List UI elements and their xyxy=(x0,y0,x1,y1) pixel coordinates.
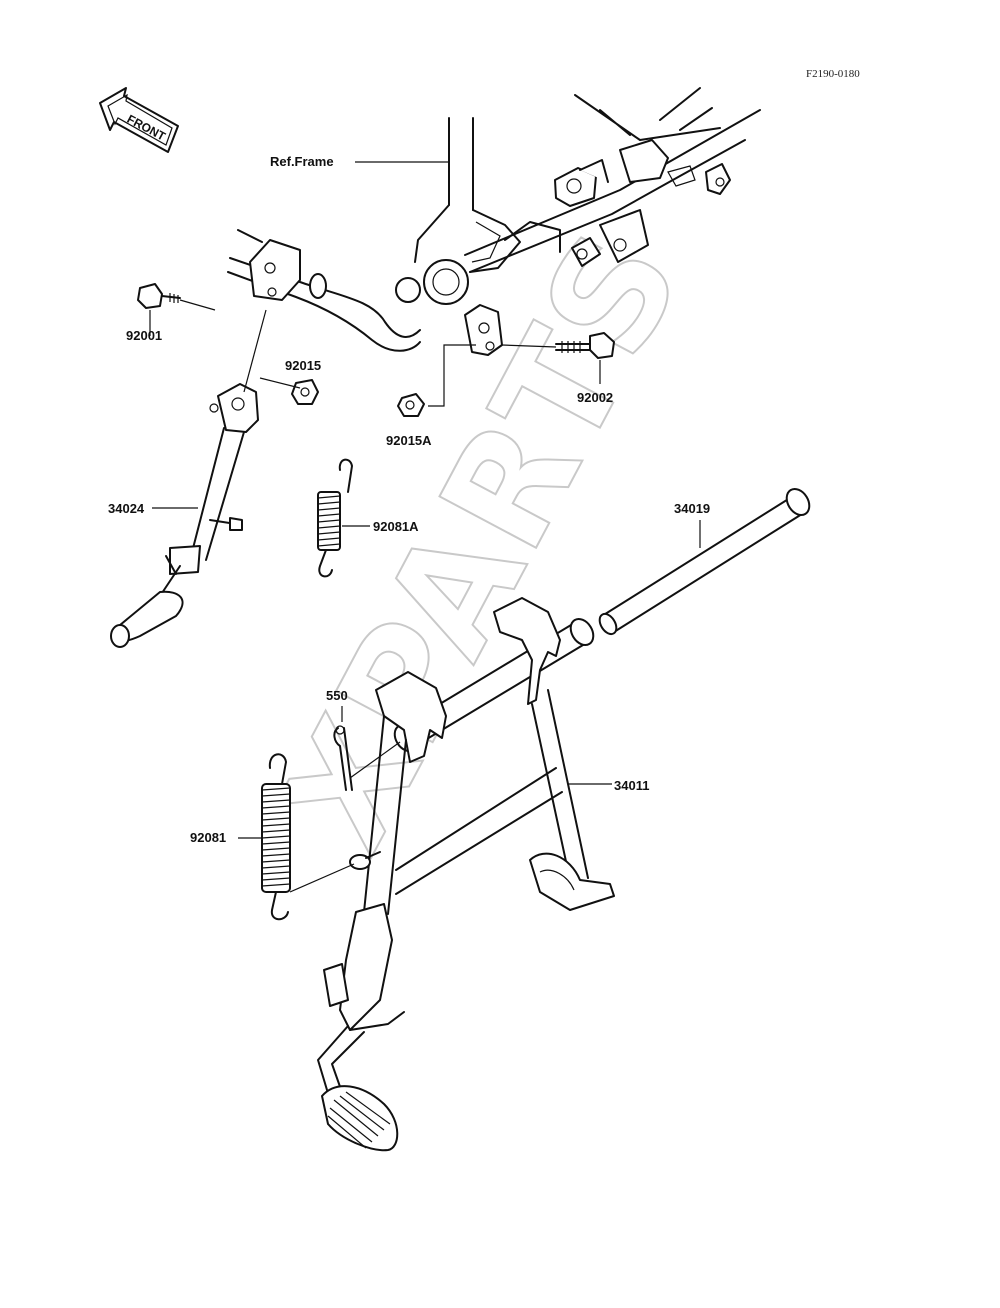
label-92002: 92002 xyxy=(577,390,613,405)
diagram-code: F2190-0180 xyxy=(806,68,860,80)
label-550: 550 xyxy=(326,688,348,703)
part-92001-bolt xyxy=(137,283,181,309)
front-arrow-icon: FRONT xyxy=(99,87,179,153)
part-34011-main-stand xyxy=(317,597,615,1152)
part-92002-bolt xyxy=(555,332,615,359)
part-550-cotter-pin xyxy=(333,725,353,791)
part-34019-shaft xyxy=(598,487,811,636)
part-92015A-nut xyxy=(397,393,425,417)
part-92081-spring xyxy=(261,753,291,921)
label-92015: 92015 xyxy=(285,358,321,373)
frame-reference xyxy=(227,87,761,356)
part-92015-nut xyxy=(291,379,319,405)
leader-92015A xyxy=(428,344,476,407)
label-34024: 34024 xyxy=(108,501,145,516)
label-ref-frame: Ref.Frame xyxy=(270,154,334,169)
label-34011: 34011 xyxy=(614,778,649,793)
label-92015A: 92015A xyxy=(386,433,432,448)
label-92001: 92001 xyxy=(126,328,162,343)
label-34019: 34019 xyxy=(674,501,710,516)
label-92081A: 92081A xyxy=(373,519,419,534)
label-92081: 92081 xyxy=(190,830,226,845)
part-92081A-spring xyxy=(317,458,353,578)
part-34024-side-stand xyxy=(110,383,259,648)
